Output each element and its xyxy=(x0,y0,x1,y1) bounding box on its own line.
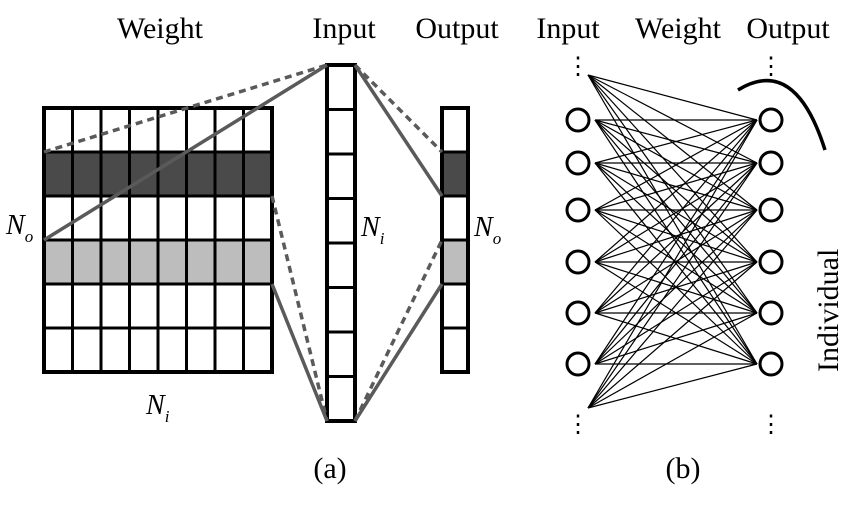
connection-line xyxy=(587,261,758,409)
connection-line xyxy=(587,74,758,164)
output-vector-border xyxy=(440,106,470,374)
output-cell-light xyxy=(442,240,468,284)
output-node xyxy=(758,197,784,223)
connector-dashed xyxy=(43,63,328,154)
output-vector xyxy=(440,106,470,374)
connection-line xyxy=(587,74,758,121)
ni-mid-label: Ni xyxy=(360,212,385,248)
weight-title-b: Weight xyxy=(635,12,722,45)
connection-line xyxy=(587,119,758,409)
network-connections xyxy=(587,74,758,409)
output-nodes xyxy=(758,107,784,377)
connection-line xyxy=(594,312,758,365)
output-title: Output xyxy=(415,12,499,45)
connection-line xyxy=(594,261,758,365)
connection-line xyxy=(587,209,758,409)
input-top-ellipsis: ⋮ xyxy=(566,54,590,80)
input-title-b: Input xyxy=(536,12,600,45)
weight-title: Weight xyxy=(117,12,204,45)
connector-solid xyxy=(353,64,444,197)
connection-line xyxy=(587,312,758,409)
connection-line xyxy=(594,209,758,263)
input-node xyxy=(565,351,591,377)
output-node xyxy=(758,107,784,133)
output-node xyxy=(758,249,784,275)
input-nodes xyxy=(565,107,591,377)
connector-solid xyxy=(270,283,329,422)
input-node xyxy=(565,197,591,223)
input-node xyxy=(565,150,591,176)
input-node xyxy=(565,107,591,133)
connection-line xyxy=(587,74,758,365)
connection-line xyxy=(594,162,758,263)
connection-line xyxy=(594,119,758,365)
output-title-b: Output xyxy=(746,12,830,45)
connection-line xyxy=(587,74,758,263)
connection-line xyxy=(587,363,758,409)
individual-label: Individual xyxy=(812,249,845,372)
output-node xyxy=(758,300,784,326)
panel-a: Weight Input Output xyxy=(5,12,501,485)
input-title: Input xyxy=(312,12,376,45)
panel-b: Input Weight Output ⋮ ⋮ ⋮ ⋮ Individual (… xyxy=(536,12,845,485)
input-vector-border xyxy=(325,63,357,423)
connection-line xyxy=(594,119,758,164)
output-bottom-ellipsis: ⋮ xyxy=(759,412,783,438)
input-node xyxy=(565,300,591,326)
connector-dashed xyxy=(353,63,444,154)
connection-line xyxy=(594,162,758,211)
connection-line xyxy=(594,209,758,314)
ni-rows-label: Ni xyxy=(145,390,170,426)
weight-matrix xyxy=(42,106,274,374)
caption-a: (a) xyxy=(313,452,346,485)
weight-matrix-grid xyxy=(44,108,272,372)
output-node xyxy=(758,150,784,176)
connector-dashed xyxy=(353,239,444,422)
no-right-label: No xyxy=(473,212,501,248)
input-bottom-ellipsis: ⋮ xyxy=(566,412,590,438)
connector-solid xyxy=(43,63,328,242)
connection-line xyxy=(587,162,758,409)
connection-line xyxy=(587,74,758,211)
connection-line xyxy=(594,162,758,365)
output-node xyxy=(758,351,784,377)
output-cell-dark xyxy=(442,152,468,196)
connectors xyxy=(43,63,444,422)
connector-dashed xyxy=(270,195,329,422)
output-top-ellipsis: ⋮ xyxy=(759,54,783,80)
connection-line xyxy=(594,119,758,314)
connection-line xyxy=(594,119,758,211)
connection-line xyxy=(594,119,758,263)
connection-line xyxy=(587,74,758,314)
individual-arc xyxy=(737,79,827,151)
no-left-label: No xyxy=(5,210,33,246)
caption-b: (b) xyxy=(666,452,701,485)
connection-line xyxy=(594,209,758,365)
input-node xyxy=(565,249,591,275)
input-vector xyxy=(325,63,357,423)
connector-solid xyxy=(353,283,444,422)
